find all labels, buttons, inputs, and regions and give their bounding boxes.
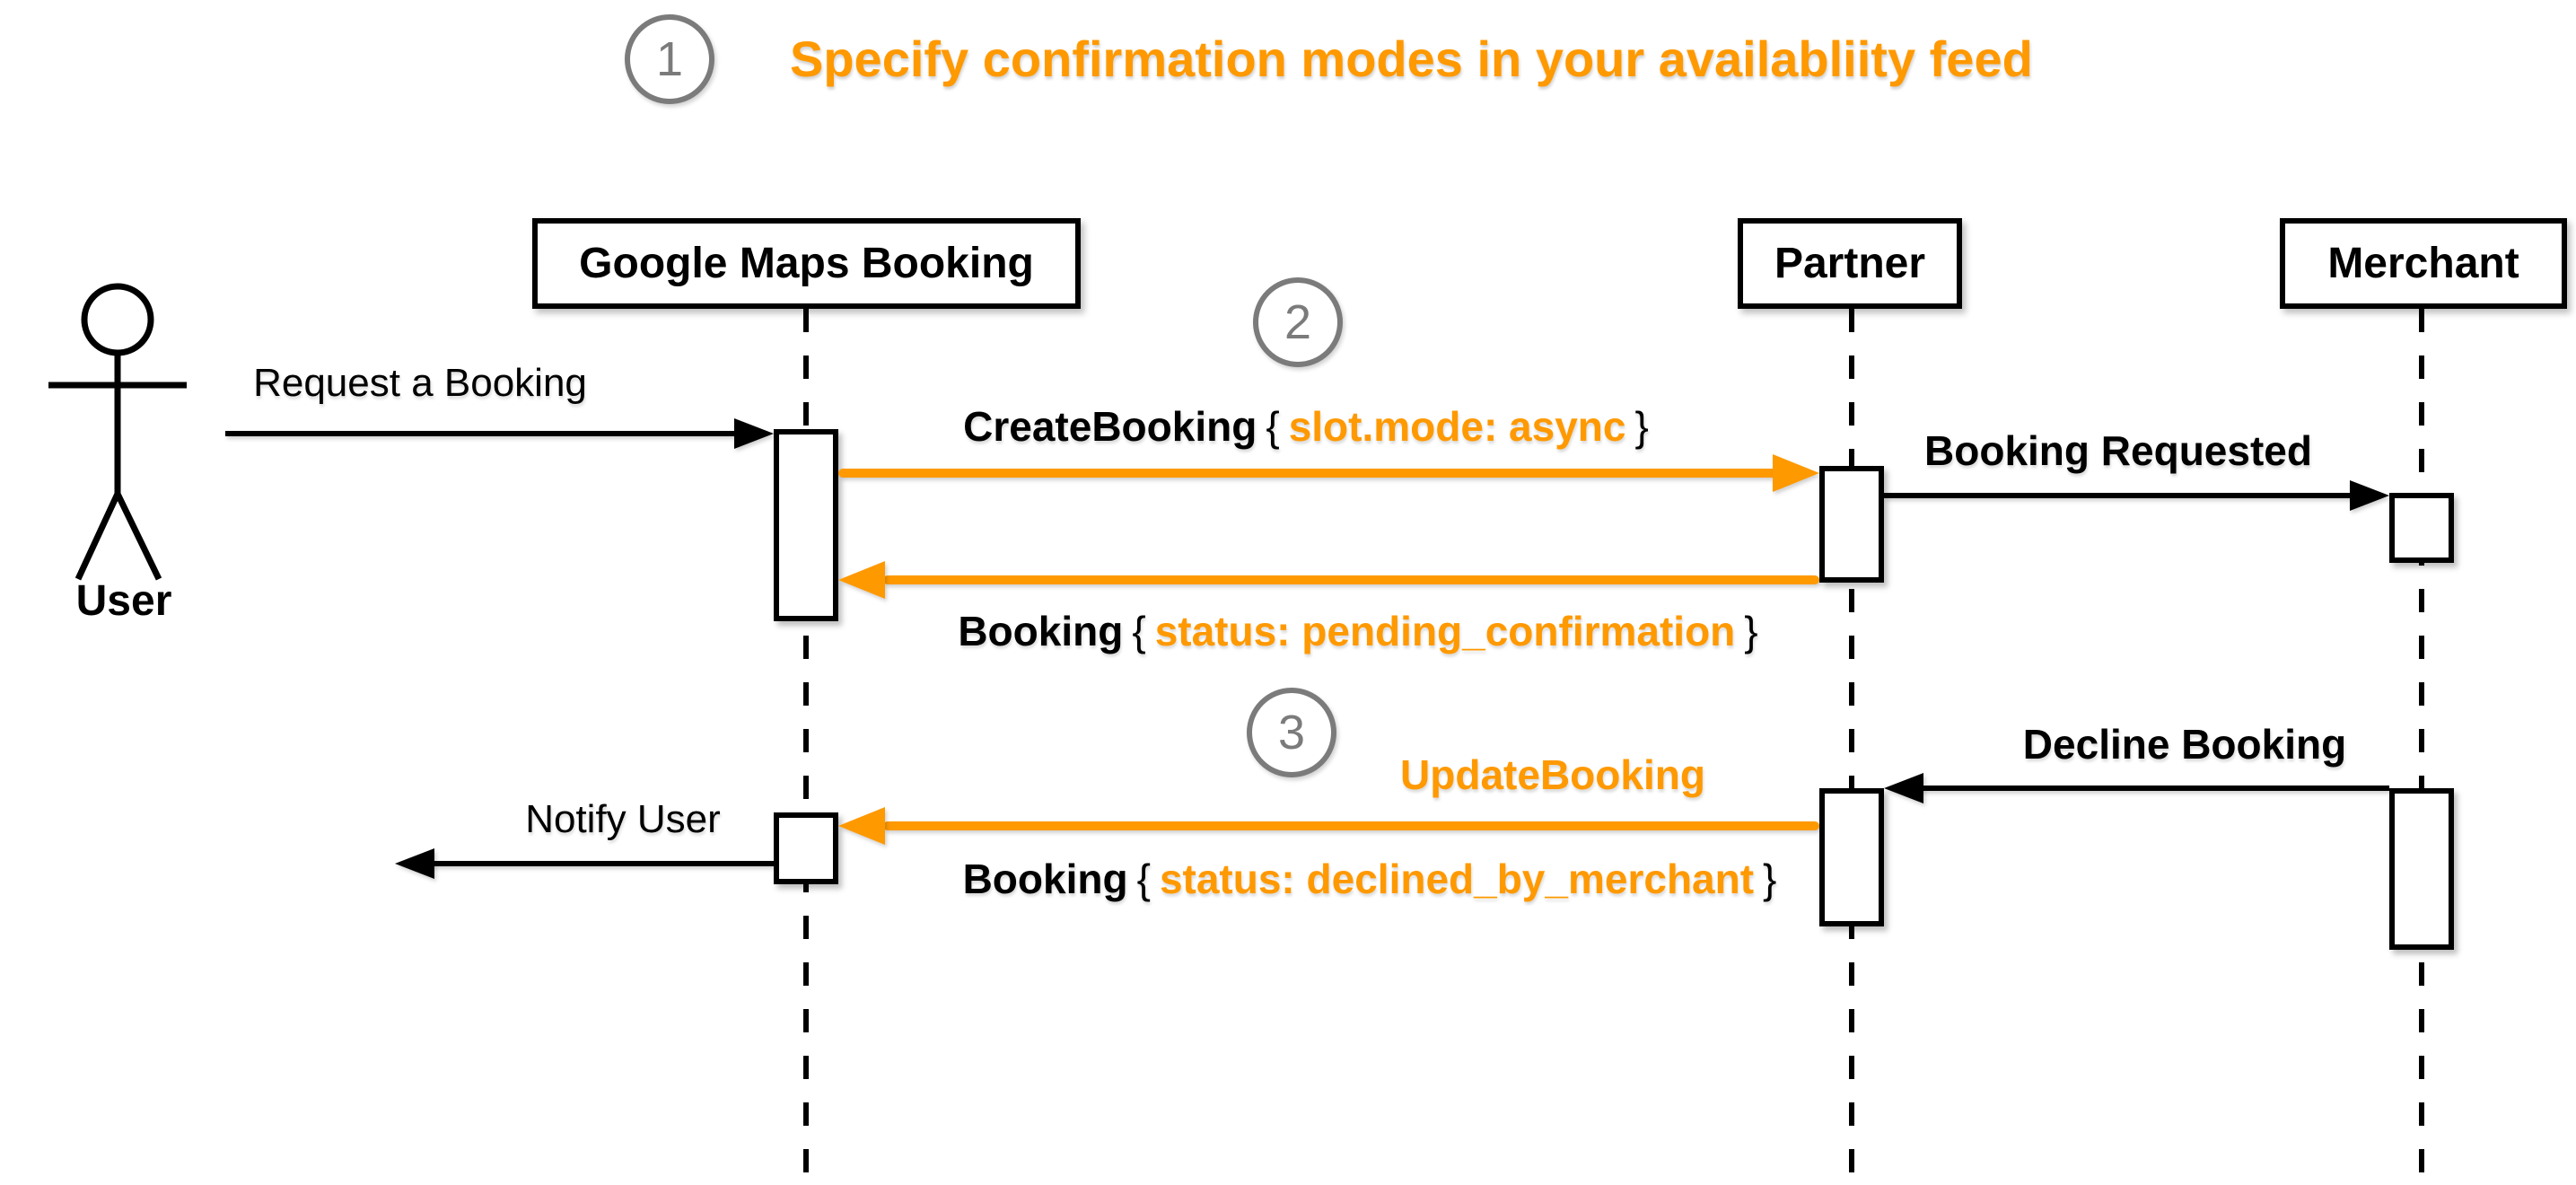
- diagram-title: Specify confirmation modes in your avail…: [790, 31, 2033, 87]
- message-decline-booking-label: Decline Booking: [2022, 721, 2347, 768]
- brace-open: {: [1266, 403, 1280, 450]
- actor-user-label: User: [75, 577, 172, 625]
- message-notify-user-label: Notify User: [525, 797, 721, 841]
- message-booking-declined-label: Booking{status: declined_by_merchant}: [963, 858, 1786, 900]
- step-1-badge: 1: [625, 14, 714, 104]
- arrowhead-right-icon: [1773, 454, 1819, 492]
- actor-merchant-label: Merchant: [2327, 240, 2519, 287]
- arrowhead-left-icon: [1884, 773, 1923, 803]
- arrowhead-right-icon: [2350, 480, 2389, 511]
- user-stick-figure-icon: [48, 283, 187, 581]
- brace-close: }: [1634, 403, 1649, 450]
- message-create-booking-line: [838, 469, 1776, 478]
- message-request-booking-line: [225, 431, 739, 436]
- message-request-booking-label: Request a Booking: [253, 361, 587, 405]
- brace-close: }: [1744, 608, 1758, 654]
- message-update-booking-line: [883, 821, 1819, 830]
- brace-open: {: [1132, 608, 1146, 654]
- lifeline-google-maps-booking: [803, 309, 809, 1178]
- actor-google-maps-booking-label: Google Maps Booking: [579, 240, 1034, 287]
- activation-partner-1: [1819, 466, 1884, 583]
- activation-google-2: [774, 812, 838, 884]
- message-name: Booking: [958, 608, 1124, 654]
- message-name: Booking: [962, 856, 1128, 902]
- message-booking-requested-line: [1884, 493, 2358, 498]
- message-booking-pending-line: [883, 575, 1819, 584]
- activation-merchant-2: [2389, 788, 2454, 950]
- step-3-number: 3: [1277, 706, 1306, 759]
- lifeline-partner: [1849, 309, 1854, 1178]
- message-booking-pending-label: Booking{status: pending_confirmation}: [958, 610, 1766, 652]
- activation-merchant-1: [2389, 493, 2454, 563]
- brace-close: }: [1763, 856, 1777, 902]
- message-name: CreateBooking: [963, 403, 1257, 450]
- step-2-number: 2: [1284, 295, 1312, 349]
- step-1-number: 1: [655, 32, 684, 86]
- lifeline-merchant: [2419, 309, 2424, 1178]
- actor-google-maps-booking-box: Google Maps Booking: [532, 218, 1081, 309]
- activation-partner-2: [1819, 788, 1884, 926]
- activation-google-1: [774, 429, 838, 621]
- brace-open: {: [1136, 856, 1151, 902]
- step-3-badge: 3: [1247, 688, 1336, 777]
- arrowhead-left-icon: [838, 561, 885, 599]
- message-decline-booking-line: [1920, 786, 2389, 791]
- actor-partner-box: Partner: [1738, 218, 1962, 309]
- arrowhead-right-icon: [734, 418, 774, 449]
- actor-partner-label: Partner: [1774, 240, 1926, 287]
- message-update-booking-label: UpdateBooking: [1400, 751, 1705, 798]
- step-2-badge: 2: [1253, 277, 1343, 367]
- arrowhead-left-icon: [838, 807, 885, 845]
- message-param: status: pending_confirmation: [1154, 608, 1736, 654]
- message-create-booking-label: CreateBooking{slot.mode: async}: [963, 406, 1658, 447]
- message-param: status: declined_by_merchant: [1159, 856, 1755, 902]
- message-booking-requested-label: Booking Requested: [1924, 427, 2312, 474]
- actor-merchant-box: Merchant: [2280, 218, 2567, 309]
- arrowhead-left-icon: [395, 848, 434, 879]
- message-param: slot.mode: async: [1288, 403, 1626, 450]
- message-notify-user-line: [431, 861, 774, 866]
